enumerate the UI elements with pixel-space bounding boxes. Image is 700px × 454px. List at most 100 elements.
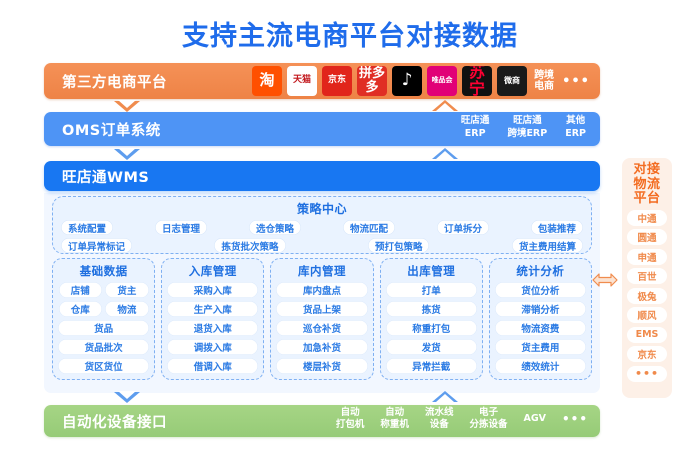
module-chip[interactable]: 绩效统计 (494, 358, 587, 374)
carrier-chip[interactable]: 申通 (627, 248, 667, 265)
oms-label: OMS订单系统 (62, 122, 161, 139)
carrier-chip[interactable]: 极兔 (627, 287, 667, 304)
suning-icon: 苏宁 (462, 66, 493, 96)
strategy-chip[interactable]: 包装推荐 (530, 220, 583, 235)
strategy-chip[interactable]: 货主费用结算 (511, 238, 583, 253)
oms-order-system-bar: OMS订单系统 旺店通 ERP 旺店通 跨境ERP 其他 ERP (44, 112, 600, 146)
strategy-row-2: 订单异常标记 拣货批次策略 预打包策略 货主费用结算 (53, 238, 591, 253)
automation-tag-line1: 自动 (340, 407, 360, 418)
module-chip[interactable]: 物流资费 (494, 320, 587, 336)
carrier-chip[interactable]: 圆通 (627, 229, 667, 246)
oms-erp-tag-line2: ERP (565, 127, 586, 139)
automation-more-dots: ••• (561, 412, 588, 427)
wms-bar: 旺店通WMS (44, 161, 600, 191)
strategy-chip[interactable]: 拣货批次策略 (214, 238, 286, 253)
strategy-chip[interactable]: 选仓策略 (248, 220, 301, 235)
module-chip[interactable]: 货主 (105, 282, 149, 298)
module-chip-grid: 店铺 货主 仓库 物流 货品 货品批次 货区货位 (58, 282, 150, 374)
module-chip[interactable]: 加急补货 (276, 339, 368, 355)
vipshop-icon: 唯品会 (427, 66, 458, 96)
module-chip[interactable]: 货区货位 (58, 358, 150, 374)
arrow-down-oms-to-wms (114, 148, 140, 160)
carrier-chip[interactable]: 京东 (627, 346, 667, 363)
weishang-icon: 微商 (497, 66, 528, 96)
module-basic-data: 基础数据 店铺 货主 仓库 物流 货品 货品批次 货区货位 (52, 258, 156, 380)
automation-tag-agv: AGV (523, 413, 546, 425)
module-chip[interactable]: 生产入库 (167, 301, 259, 317)
module-chip[interactable]: 异常拦截 (385, 358, 477, 374)
module-chip[interactable]: 称重打包 (385, 320, 477, 336)
automation-tag: 电子 分拣设备 (469, 407, 507, 432)
module-chip[interactable]: 楼层补货 (276, 358, 368, 374)
automation-tag-line1: 电子 (478, 407, 498, 418)
automation-tag-line2: 打包机 (335, 419, 365, 431)
strategy-chip[interactable]: 物流匹配 (342, 220, 395, 235)
cross-border-line2: 电商 (534, 81, 555, 92)
third-party-platform-bar: 第三方电商平台 淘 天猫 京东 拼多多 ♪ 唯品会 苏宁 微商 跨境 电商 ••… (44, 63, 600, 99)
module-title: 库内管理 (298, 264, 346, 278)
module-chip[interactable]: 物流 (105, 301, 149, 317)
oms-erp-tag-line2: ERP (464, 127, 486, 139)
oms-erp-tag-line1: 旺店通 (513, 115, 542, 126)
module-chip[interactable]: 发货 (385, 339, 477, 355)
oms-erp-tag: 其他 ERP (565, 115, 586, 141)
third-party-platform-label: 第三方电商平台 (62, 74, 167, 91)
strategy-chip[interactable]: 系统配置 (61, 220, 114, 235)
module-chip[interactable]: 借调入库 (167, 358, 259, 374)
arrow-down-wms-to-automation (114, 391, 140, 403)
module-chip[interactable]: 货品 (58, 320, 150, 336)
oms-erp-tag-line1: 其他 (566, 115, 586, 126)
logistics-platform-title: 对接 物流 平台 (633, 162, 660, 207)
module-chip[interactable]: 拣货 (385, 301, 477, 317)
module-chip[interactable]: 货位分析 (494, 282, 587, 298)
cross-border-line1: 跨境 (534, 69, 555, 81)
automation-tag-line2: 分拣设备 (469, 419, 508, 431)
pinduoduo-icon: 拼多多 (357, 66, 388, 96)
module-title: 出库管理 (407, 264, 456, 278)
jd-icon: 京东 (322, 66, 353, 96)
module-chip[interactable]: 滞销分析 (494, 301, 587, 317)
oms-erp-tag: 旺店通 ERP (461, 115, 490, 141)
cross-border-ecommerce-label: 跨境 电商 (534, 70, 554, 93)
module-chip[interactable]: 退货入库 (167, 320, 259, 336)
tmall-icon: 天猫 (287, 66, 318, 96)
module-chip[interactable]: 库内盘点 (276, 282, 368, 298)
module-chip-grid: 打单 拣货 称重打包 发货 异常拦截 (385, 282, 477, 374)
module-chip[interactable]: 货品批次 (58, 339, 150, 355)
automation-tag: 自动 称重机 (380, 407, 409, 432)
module-title: 基础数据 (79, 264, 128, 278)
strategy-chip[interactable]: 订单异常标记 (61, 238, 133, 253)
oms-erp-tag: 旺店通 跨境ERP (507, 115, 547, 141)
automation-tag-line2: 设备 (429, 419, 449, 431)
automation-tag-line1: AGV (523, 413, 546, 425)
carrier-chip[interactable]: 中通 (627, 209, 667, 226)
carrier-chip[interactable]: 百世 (627, 268, 667, 285)
module-title: 统计分析 (516, 264, 565, 278)
module-chip[interactable]: 货品上架 (276, 301, 368, 317)
platform-icon-list: 淘 天猫 京东 拼多多 ♪ 唯品会 苏宁 微商 跨境 电商 ••• (252, 65, 590, 97)
automation-tag-line1: 流水线 (424, 407, 454, 418)
module-inbound: 入库管理 采购入库 生产入库 退货入库 调拨入库 借调入库 (161, 258, 265, 380)
module-chip[interactable]: 货主费用 (494, 339, 587, 355)
module-chip[interactable]: 打单 (385, 282, 477, 298)
strategy-chip[interactable]: 预打包策略 (367, 238, 430, 253)
oms-erp-tag-line1: 旺店通 (460, 115, 490, 126)
automation-tag: 流水线 设备 (425, 407, 454, 432)
arrow-up-oms-to-platform (432, 100, 458, 111)
arrow-up-automation-to-wms (432, 391, 458, 402)
strategy-center-panel: 策略中心 系统配置 日志管理 选仓策略 物流匹配 订单拆分 包装推荐 订单异常标… (52, 196, 592, 254)
strategy-chip[interactable]: 日志管理 (154, 220, 207, 235)
module-chip[interactable]: 调拨入库 (167, 339, 259, 355)
carrier-chip[interactable]: 顺风 (627, 307, 667, 324)
carrier-chip[interactable]: EMS (627, 326, 667, 343)
carrier-more-dots[interactable]: ••• (627, 365, 667, 382)
strategy-chip[interactable]: 订单拆分 (436, 220, 489, 235)
automation-label: 自动化设备接口 (62, 414, 167, 431)
module-chip[interactable]: 巡仓补货 (276, 320, 368, 336)
module-chip[interactable]: 采购入库 (167, 282, 259, 298)
strategy-center-title: 策略中心 (296, 202, 347, 216)
douyin-icon: ♪ (392, 66, 423, 96)
module-chip[interactable]: 仓库 (58, 301, 103, 317)
module-chip[interactable]: 店铺 (58, 282, 103, 298)
